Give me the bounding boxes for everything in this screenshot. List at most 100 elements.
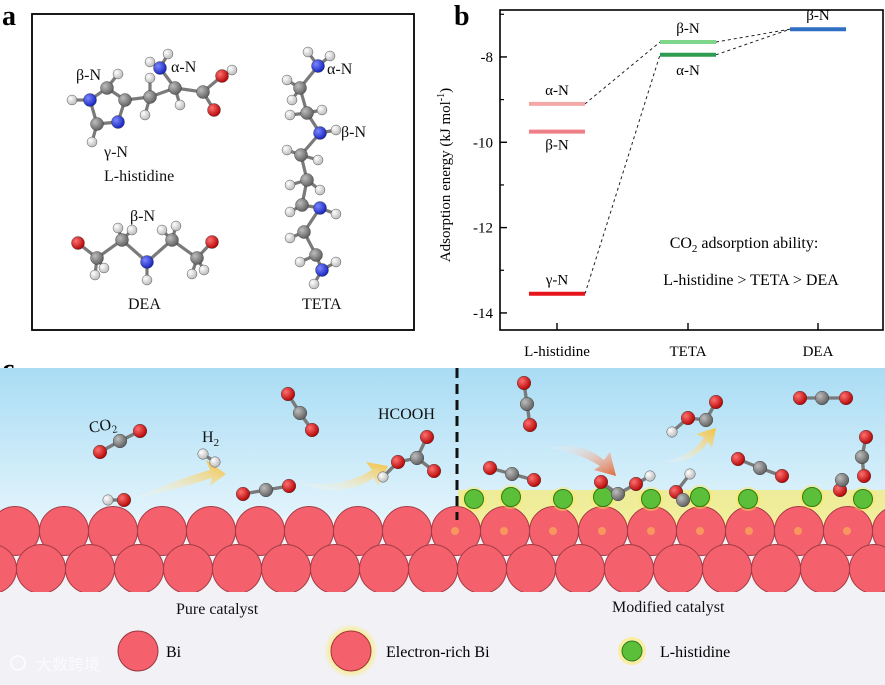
bi-atom-top [872,509,885,553]
teta-molecule [281,46,342,290]
l-histidine-bead [690,487,710,507]
atom [482,460,498,476]
legend-electron-rich-label: Electron-rich Bi [386,644,490,661]
atom [90,117,104,131]
teta-alpha-n-label: α-N [327,61,353,78]
electron-glow-dot [696,527,704,535]
atom [284,232,296,244]
annotation-line-1: CO2 adsorption ability: [670,235,819,255]
dea-molecule [71,220,219,286]
electron-glow-dot [549,527,557,535]
co2-molecule [92,423,148,460]
atom [292,405,308,421]
atom [419,429,435,445]
atom [111,115,125,129]
atom [316,104,328,116]
co2-molecule [792,390,854,406]
atom [116,492,132,508]
atom [143,90,157,104]
atom [86,136,98,148]
arrow-h-to-h2 [130,460,226,500]
bi-atom-bottom [457,544,507,594]
atom [71,236,85,250]
atom [300,106,314,120]
hcooh-molecule [377,429,442,483]
atom [297,225,311,239]
l-histidine-beads [462,485,875,511]
watermark-text: 大数跨境 [36,655,100,674]
connector-line [715,28,791,56]
l-histidine-bead [464,489,484,509]
l-histidine-bead [738,489,758,509]
bi-atom-bottom [16,544,66,594]
panel-label-b: b [454,1,470,32]
atom [294,256,306,268]
atom [295,198,309,212]
atom [313,201,327,215]
atom [90,251,104,265]
atom [165,233,179,247]
legend-electron-rich-swatch [330,630,372,672]
energy-level-label: β-N [676,21,700,37]
atom [680,410,696,426]
atom [215,69,229,83]
modified-catalyst-label: Modified catalyst [612,599,725,616]
atom [144,72,156,84]
y-axis-ticks: -8-10-12-14 [473,13,507,322]
atom [516,375,532,391]
bi-atom-bottom [702,544,752,594]
atom [294,148,308,162]
atom [519,396,535,412]
atom [752,460,768,476]
energy-level-label: β-N [806,8,830,24]
atom [197,448,209,460]
atom [698,412,714,428]
bi-atom-bottom [653,544,703,594]
atom [284,206,296,218]
legend-lhis-swatch [621,640,643,662]
atom [280,386,296,402]
connector-line [715,28,791,43]
atom [174,99,186,111]
atom [610,486,626,502]
atom [311,59,325,73]
legend: Bi Electron-rich Bi L-histidine [117,624,730,678]
atom [300,173,314,187]
energy-level-label: α-N [676,63,700,79]
atom [83,93,97,107]
hcooh-product [666,394,724,438]
energy-level-label: γ-N [545,273,569,289]
watermark: 大数跨境 [10,655,100,674]
atom [308,278,320,290]
bi-atom-bottom [114,544,164,594]
bi-atom-bottom [604,544,654,594]
atom [281,144,293,156]
atom [170,220,182,232]
atom [139,109,151,121]
atom [100,81,114,95]
bi-atom-bottom [751,544,801,594]
atom [92,444,108,460]
arrow-co2-to-hcooh [296,462,388,491]
atom [666,426,678,438]
bi-atom-bottom [65,544,115,594]
co2-molecule [280,386,320,438]
solution-molecules [92,375,874,508]
bi-atom-bottom [163,544,213,594]
atom [140,255,154,269]
atom [330,256,342,268]
panel-c: c CO2 H2 HCOOH Pure catalyst Modified ca… [0,354,885,685]
panel-a: a β-N α-N γ-N L-histidine α-N β-N TETA β… [2,1,415,331]
electron-glow-dot [500,527,508,535]
lhis-alpha-n-label: α-N [171,59,197,76]
atom [304,422,320,438]
dea-name: DEA [128,296,161,313]
atom [312,154,324,166]
atom [126,224,138,236]
energy-levels: α-Nβ-Nγ-Nβ-Nα-Nβ-N [529,8,846,296]
atom [814,390,830,406]
h2-label: H2 [202,429,219,449]
